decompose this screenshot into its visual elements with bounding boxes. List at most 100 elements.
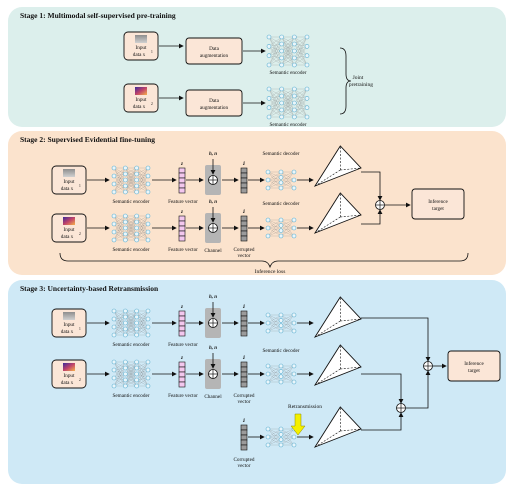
nn-edge [136,215,149,225]
nn-node [291,169,297,175]
nn-edge [136,173,149,185]
input-label-data: data x [133,52,146,58]
nn-node [278,175,284,180]
nn-edge [294,43,308,66]
nn-edge [267,314,282,332]
nn-edge [280,434,295,446]
nn-edge [268,107,282,118]
nn-edge [136,175,149,193]
nn-edge [136,215,149,241]
nn-node [278,363,284,369]
nn-node [291,363,297,369]
nn-node [145,332,151,338]
nn-edge [125,215,137,229]
nn-node [145,375,151,381]
nn-edge [280,436,295,446]
feature-vector-label-s2-row1: Feature vector [168,199,198,205]
nn-edge [113,373,126,387]
nn-node [278,328,284,334]
nn-edge [113,173,126,193]
nn-edge [267,219,282,237]
input-label-data: data x [61,234,74,240]
nn-edge [281,36,295,59]
nn-node [123,237,128,243]
stage2-title: Stage 2: Supervised Evidential fine-tuni… [20,135,156,144]
nn-edge [294,55,308,66]
nn-edge [280,365,295,375]
nn-edge [267,314,282,321]
nn-edge [268,36,282,52]
nn-edge [113,221,126,233]
nn-node [278,228,284,233]
nn-edge [280,365,295,372]
nn-edge [136,318,149,336]
nn-edge [136,322,149,336]
nn-node [265,328,271,334]
box-label-2: augmentation [200,53,229,59]
nn-node [134,359,139,365]
nn-edge [113,318,126,336]
nn-edge [267,179,282,189]
nn-node [265,371,271,377]
nn-edge [125,167,137,181]
nn-node [304,53,310,58]
nn-edge [136,373,149,387]
nn-edge [136,369,149,387]
simplex-outline [313,344,362,386]
nn-node [278,318,284,323]
nn-node [145,181,151,187]
nn-edge [113,377,126,387]
nn-node [134,177,139,183]
nn-edge [268,88,282,99]
nn-edge [267,428,282,438]
corrupted-vector-s3-row2 [240,361,248,388]
nn-edge [125,227,137,241]
nn-node [134,308,139,314]
nn-node [265,312,271,318]
nn-edge [268,36,282,59]
channel-label-s3-row2: Channel [204,394,222,400]
nn-node [134,171,139,177]
nn-node [145,308,151,314]
nn-edge [136,367,149,379]
nn-node [278,312,284,318]
nn-edge [125,221,137,241]
nn-edge [125,322,137,336]
nn-node [111,213,117,219]
nn-node [123,171,128,177]
nn-edge [267,177,282,189]
nn-node [265,434,271,440]
nn-edge [113,361,126,375]
nn-edge [136,310,149,330]
nn-edge [136,223,149,235]
nn-node [123,320,128,326]
channel-sum-s3-row2 [208,369,218,379]
nn-edge [125,215,137,235]
nn-edge [113,316,126,328]
nn-edge [113,361,126,381]
semantic-encoder-label-s2-row2: Semantic encoder [112,247,149,253]
nn-node [145,229,151,235]
vector-cell [240,381,248,388]
nn-node [134,383,139,389]
vector-cell [178,371,186,378]
nn-node [291,320,297,326]
corrupted-vector-s3-row1 [240,310,248,337]
nn-edge [113,223,126,235]
nn-node [145,221,151,227]
nn-edge [125,310,137,336]
nn-edge [267,376,282,383]
nn-node [304,34,310,40]
nn-edge [294,98,308,111]
nn-node [278,369,284,374]
nn-edge [125,361,137,375]
nn-node [123,183,128,189]
nn-edge [268,95,282,118]
nn-node [279,55,284,61]
corrupted-vector-label-s3-row2: vector [238,399,251,405]
nn-edge [113,221,126,241]
box-label-2: augmentation [200,105,229,111]
